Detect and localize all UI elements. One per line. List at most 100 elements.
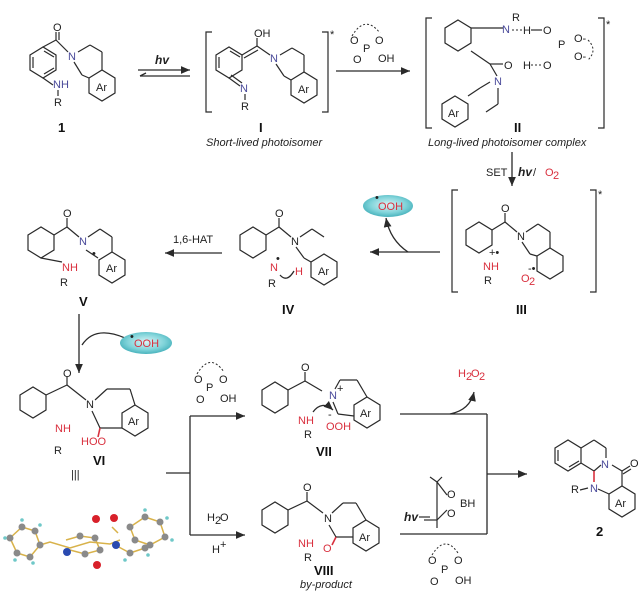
svg-text:H: H bbox=[212, 544, 220, 556]
svg-text:/: / bbox=[533, 167, 537, 179]
svg-text:R: R bbox=[512, 12, 520, 24]
svg-text:OOH: OOH bbox=[326, 421, 351, 433]
svg-text:H: H bbox=[207, 512, 215, 524]
svg-text:+: + bbox=[337, 383, 343, 395]
svg-text:O-: O- bbox=[574, 33, 587, 45]
svg-text:O: O bbox=[353, 54, 362, 66]
svg-text:O: O bbox=[543, 25, 552, 37]
svg-text:H: H bbox=[523, 25, 531, 37]
caption-short-lived: Short-lived photoisomer bbox=[206, 137, 324, 149]
svg-text:O: O bbox=[447, 508, 456, 520]
svg-text:O: O bbox=[275, 208, 284, 220]
svg-text:O: O bbox=[350, 35, 359, 47]
compound-label-II: II bbox=[514, 120, 521, 135]
svg-text:Ar: Ar bbox=[298, 84, 309, 96]
compound-II: * N R H O P O- O- O H O N Ar II Long-liv… bbox=[425, 12, 611, 149]
svg-text:R: R bbox=[571, 484, 579, 496]
ooh-radical-ellipse bbox=[120, 332, 172, 354]
svg-text:P: P bbox=[206, 382, 213, 394]
svg-text:R: R bbox=[241, 101, 249, 113]
svg-text:Ar: Ar bbox=[128, 416, 139, 428]
svg-text:BH: BH bbox=[460, 498, 475, 510]
svg-text:N: N bbox=[291, 236, 299, 248]
svg-text:NH: NH bbox=[298, 415, 314, 427]
svg-text:R: R bbox=[304, 429, 312, 441]
svg-text:2: 2 bbox=[466, 371, 472, 383]
svg-text:Ar: Ar bbox=[359, 532, 370, 544]
svg-text:hv: hv bbox=[404, 510, 419, 524]
arrow-1-6-hat: 1,6-HAT bbox=[165, 234, 222, 257]
arrow-to-VI: • OOH bbox=[75, 314, 172, 373]
svg-text:NH: NH bbox=[298, 538, 314, 550]
svg-text:Ar: Ar bbox=[360, 408, 371, 420]
svg-text:R: R bbox=[304, 552, 312, 564]
compound-label-III: III bbox=[516, 302, 527, 317]
svg-text:N: N bbox=[240, 83, 248, 95]
svg-text:O: O bbox=[430, 576, 439, 588]
compound-III: * O N NH +• R O 2 -• III bbox=[451, 189, 603, 317]
converging-arrows: H 2 O 2 O O BH hv O O P O OH bbox=[400, 368, 527, 588]
svg-text:O: O bbox=[543, 60, 552, 72]
svg-text:O: O bbox=[194, 374, 203, 386]
svg-text:R: R bbox=[484, 275, 492, 287]
svg-text:N: N bbox=[590, 483, 598, 495]
svg-text:•: • bbox=[375, 192, 379, 204]
svg-text:O: O bbox=[545, 167, 554, 179]
svg-text:SET: SET bbox=[486, 167, 508, 179]
svg-text:O: O bbox=[375, 35, 384, 47]
svg-text:O: O bbox=[504, 60, 513, 72]
svg-text:-: - bbox=[328, 409, 332, 421]
atom-n: N bbox=[270, 53, 278, 65]
svg-text:P: P bbox=[558, 39, 565, 51]
condition-hv: hv bbox=[155, 53, 170, 67]
svg-text:Ar: Ar bbox=[318, 266, 329, 278]
svg-text:R: R bbox=[60, 277, 68, 289]
svg-text:2: 2 bbox=[529, 276, 535, 288]
compound-VI: O N Ar NH HOO R VI ||| bbox=[19, 368, 149, 481]
svg-text:P: P bbox=[363, 43, 370, 55]
svg-text:H: H bbox=[458, 368, 466, 380]
equilibrium-arrow-hv: hv bbox=[138, 53, 190, 77]
atom-r: R bbox=[54, 97, 62, 109]
svg-text:HOO: HOO bbox=[81, 436, 107, 448]
svg-text:O: O bbox=[63, 368, 72, 380]
svg-text:*: * bbox=[330, 29, 335, 41]
svg-text:O: O bbox=[454, 555, 463, 567]
arrow-set-hv-o2: SET hv / O 2 bbox=[486, 152, 559, 186]
svg-text:O: O bbox=[447, 489, 456, 501]
svg-text:Ar: Ar bbox=[448, 108, 459, 120]
compound-V: O N • Ar NH R V bbox=[27, 208, 126, 309]
atom-o: O bbox=[53, 22, 62, 34]
svg-text:O: O bbox=[196, 394, 205, 406]
svg-text:Ar: Ar bbox=[615, 498, 626, 510]
svg-text:-•: -• bbox=[528, 263, 536, 275]
svg-text:O: O bbox=[428, 555, 437, 567]
branch-arrows: O O P O OH H 2 O H + bbox=[166, 362, 245, 556]
arrow-to-IV: • OOH bbox=[363, 192, 440, 256]
svg-text:P: P bbox=[441, 564, 448, 576]
equivalent-sign: ||| bbox=[71, 469, 80, 481]
svg-text:N: N bbox=[329, 390, 337, 402]
compound-label-IV: IV bbox=[282, 302, 295, 317]
compound-I: * OH N Ar N R I Short-lived photoisomer bbox=[205, 28, 335, 149]
svg-text:hv: hv bbox=[518, 165, 533, 179]
svg-text:2: 2 bbox=[215, 515, 221, 527]
svg-text:O: O bbox=[501, 203, 510, 215]
svg-text:H: H bbox=[523, 60, 531, 72]
svg-text:NH: NH bbox=[483, 261, 499, 273]
svg-text:1,6-HAT: 1,6-HAT bbox=[173, 234, 213, 246]
atom-ar: Ar bbox=[96, 82, 107, 94]
compound-label-VIII: VIII bbox=[314, 563, 334, 578]
atom-n: N bbox=[68, 51, 76, 63]
compound-label-1: 1 bbox=[58, 120, 65, 135]
ooh-radical-ellipse bbox=[363, 195, 413, 217]
svg-text:•: • bbox=[276, 253, 280, 265]
svg-text:N: N bbox=[494, 76, 502, 88]
svg-text:NH: NH bbox=[55, 423, 71, 435]
svg-text:O: O bbox=[220, 512, 229, 524]
compound-label-I: I bbox=[259, 120, 263, 135]
svg-text:N: N bbox=[517, 231, 525, 243]
svg-text:NH: NH bbox=[62, 262, 78, 274]
svg-text:•: • bbox=[130, 331, 134, 343]
svg-text:+: + bbox=[220, 539, 226, 551]
